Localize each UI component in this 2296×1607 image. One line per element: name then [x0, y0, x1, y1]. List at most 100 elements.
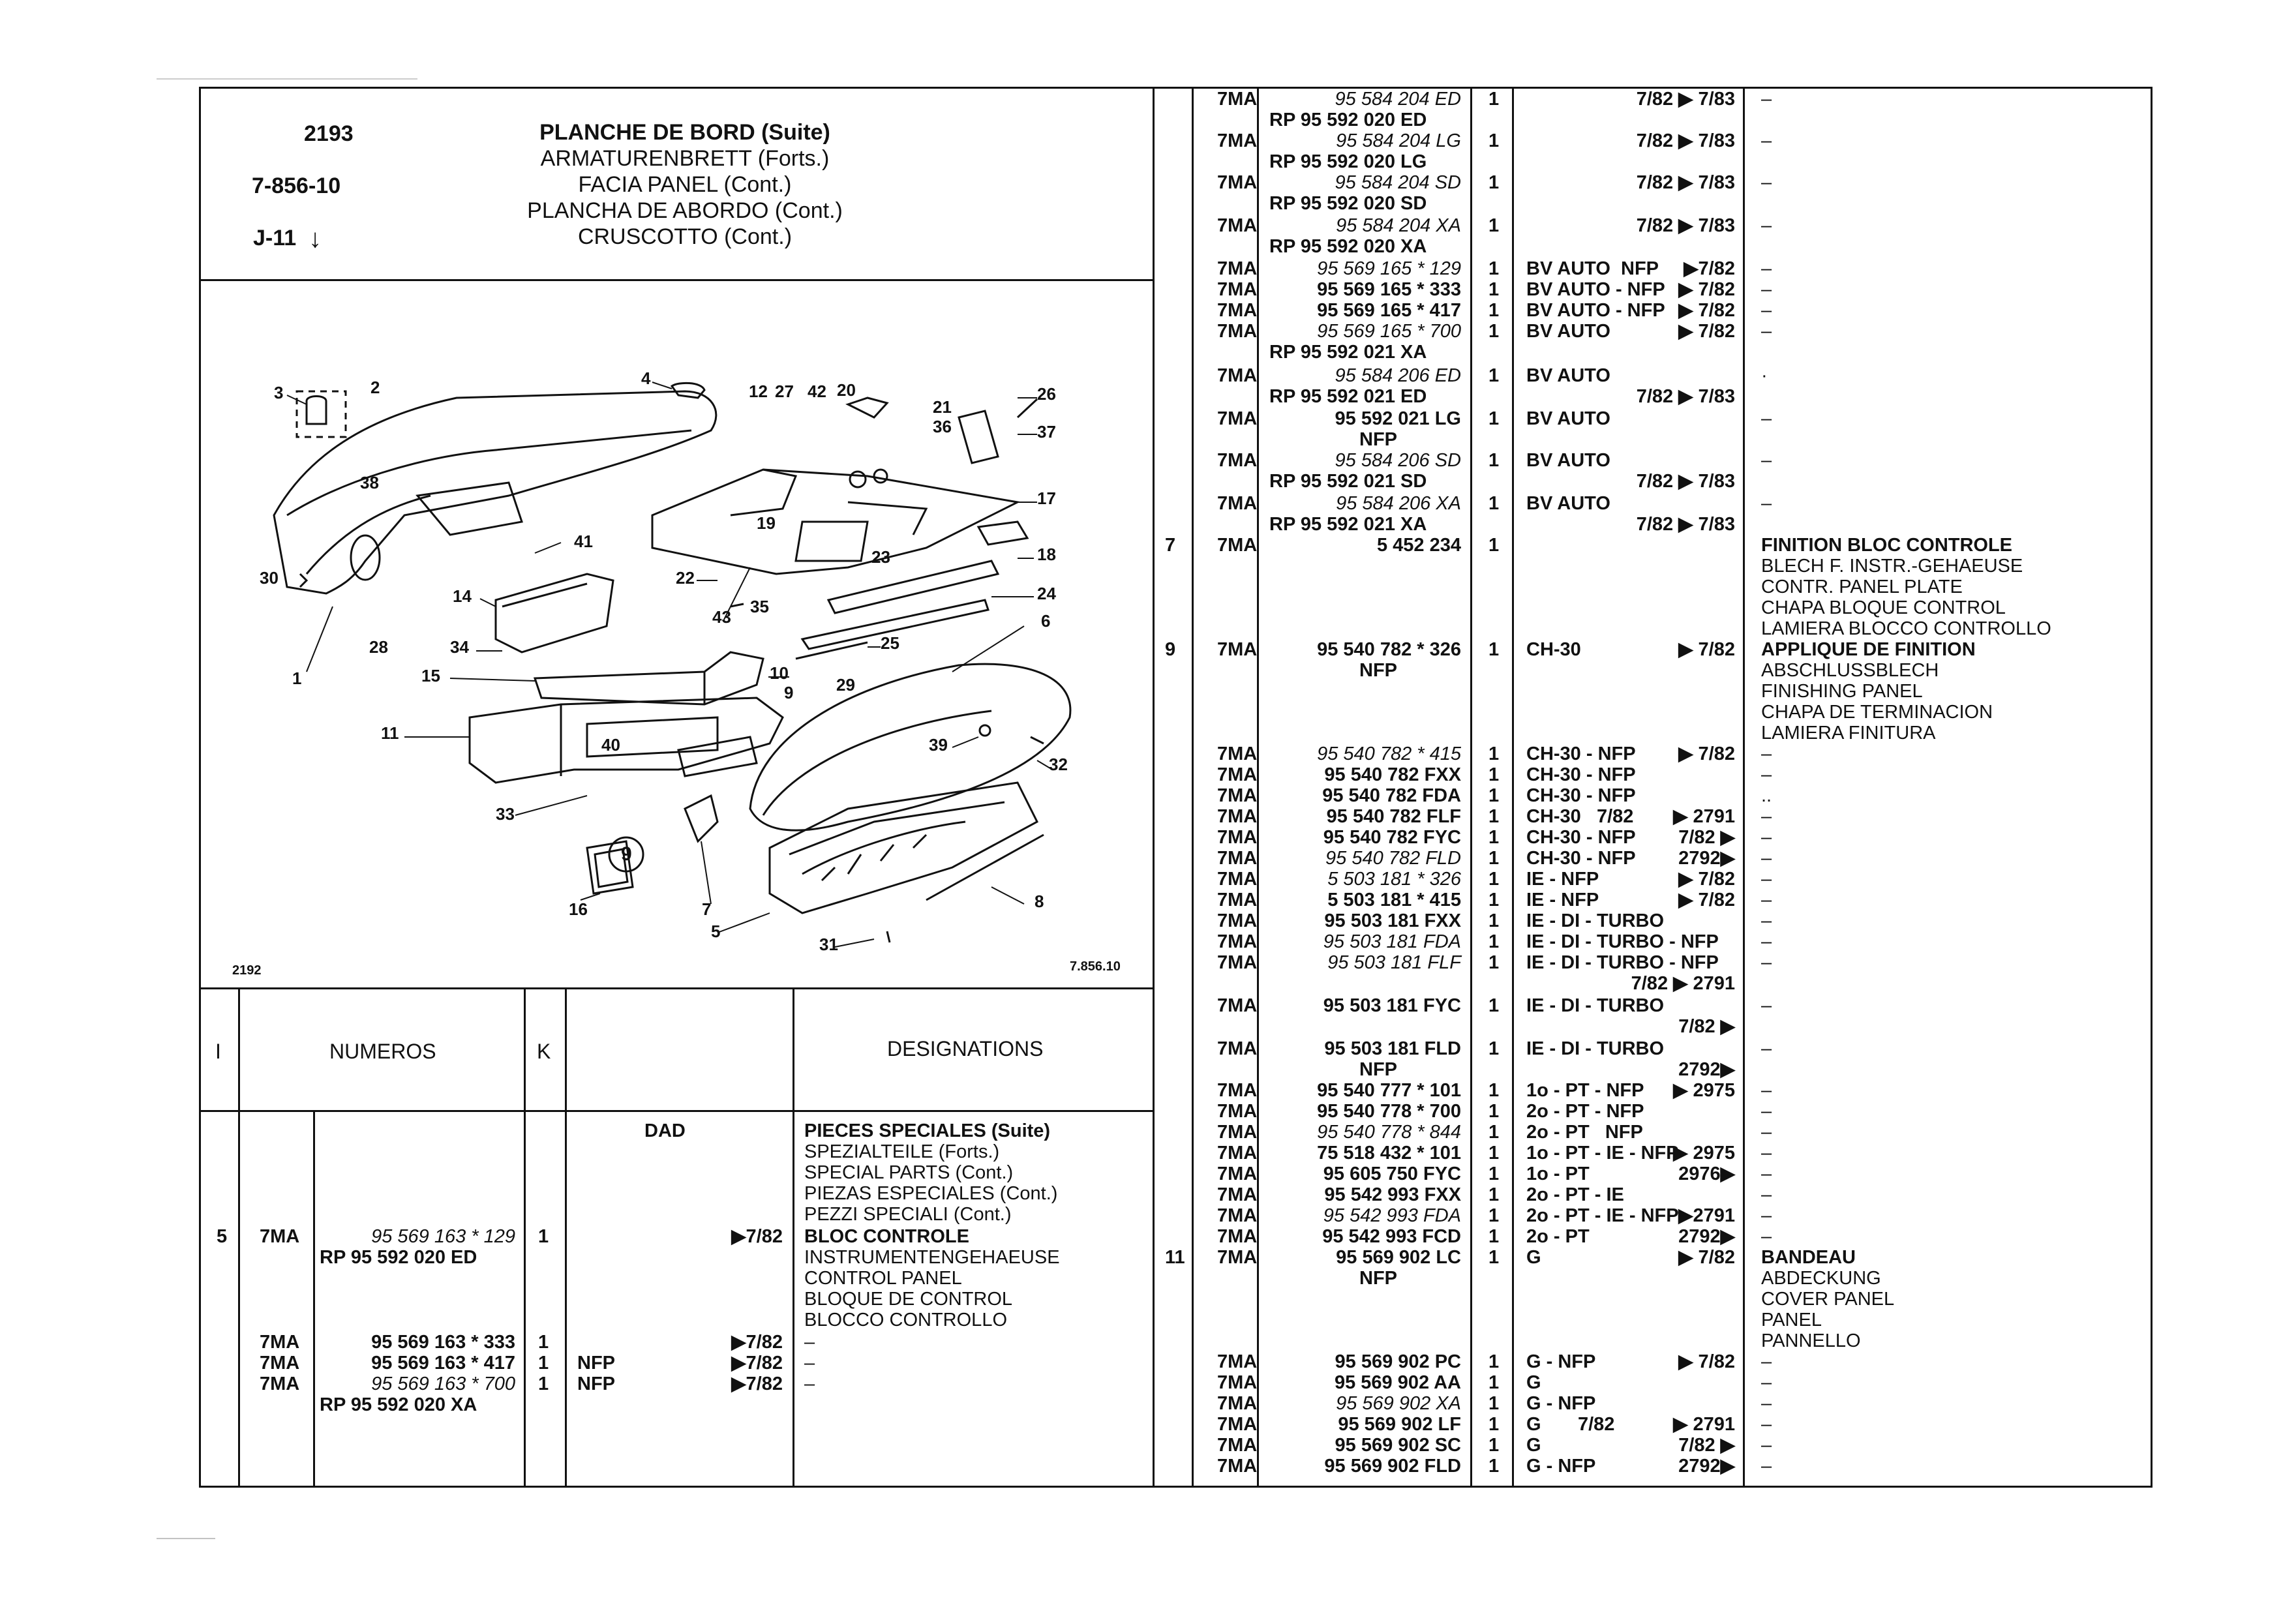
row-observation: IE - DI - TURBO - NFP: [1526, 952, 1719, 973]
circled-callout-ring: [608, 836, 644, 873]
row-part-number: 95 569 902 LF: [1338, 1414, 1461, 1435]
row-qty: 1: [1488, 1205, 1500, 1226]
right-col-mod: [1257, 87, 1259, 1488]
row-part-number: 95 569 902 AA: [1334, 1372, 1461, 1393]
right-col-k: [1512, 87, 1514, 1488]
row-index: 11: [1165, 1247, 1185, 1268]
row-qty: 1: [1488, 890, 1500, 910]
row-part-number: 95 584 206 ED: [1335, 365, 1461, 386]
row-qty: 1: [538, 1374, 549, 1394]
row-model: 7MA: [260, 1226, 300, 1247]
row-qty: 1: [1488, 1122, 1500, 1143]
row-part-number: 95 503 181 FLD: [1324, 1038, 1461, 1059]
row-date: 2792▶: [1678, 1226, 1735, 1247]
callout-label: 33: [496, 804, 515, 824]
row-part-number: NFP: [1359, 660, 1397, 681]
row-part-number: 95 569 163 * 333: [371, 1332, 515, 1353]
scan-noise-top: [157, 78, 417, 80]
row-qty: 1: [1488, 1351, 1500, 1372]
row-designation: –: [1761, 279, 1772, 300]
row-date: ▶ 7/82: [1678, 1247, 1735, 1268]
row-qty: 1: [1488, 1226, 1500, 1247]
callout-label: 5: [711, 922, 721, 941]
row-date: 7/82 ▶ 7/83: [1636, 514, 1735, 535]
row-designation: –: [1761, 764, 1772, 785]
row-observation: CH-30: [1526, 639, 1581, 660]
callout-label: 8: [1035, 892, 1044, 911]
row-model: 7MA: [1217, 258, 1258, 279]
row-observation: IE - DI - TURBO - NFP: [1526, 931, 1719, 952]
row-observation: IE - NFP: [1526, 890, 1599, 910]
row-qty: 1: [1488, 130, 1500, 151]
row-designation: PIEZAS ESPECIALES (Cont.): [804, 1183, 1058, 1204]
row-part-number: NFP: [1359, 1268, 1397, 1289]
callout-label: 1: [292, 668, 302, 688]
row-qty: 1: [1488, 1038, 1500, 1059]
row-qty: 1: [1488, 215, 1500, 236]
row-designation: –: [1761, 130, 1772, 151]
row-model: 7MA: [1217, 764, 1258, 785]
row-designation: –: [1761, 1038, 1772, 1059]
row-qty: 1: [1488, 869, 1500, 890]
right-col-obs: [1743, 87, 1745, 1488]
row-model: 7MA: [1217, 1456, 1258, 1477]
row-date: 7/82 ▶: [1678, 1016, 1735, 1037]
row-observation: CH-30 - NFP: [1526, 785, 1636, 806]
row-part-number: 95 584 206 SD: [1335, 450, 1461, 471]
row-model: 7MA: [1217, 130, 1258, 151]
row-designation: CHAPA DE TERMINACION: [1761, 702, 1993, 723]
row-observation: CH-30 - NFP: [1526, 827, 1636, 848]
row-observation: DAD: [644, 1120, 686, 1141]
callout-label: 23: [871, 547, 890, 567]
callout-label: 14: [453, 586, 472, 606]
col-header-designations: DESIGNATIONS: [887, 1037, 1044, 1060]
row-designation: –: [1761, 848, 1772, 869]
row-designation: –: [1761, 910, 1772, 931]
callout-label: 32: [1049, 755, 1068, 774]
row-observation: G - NFP: [1526, 1393, 1596, 1414]
row-designation: –: [1761, 1435, 1772, 1456]
row-part-number: RP 95 592 020 XA: [320, 1394, 477, 1415]
row-designation: –: [1761, 827, 1772, 848]
row-observation: IE - DI - TURBO: [1526, 910, 1665, 931]
row-designation: ..: [1761, 785, 1772, 806]
callout-label: 39: [929, 735, 948, 755]
col-header-i: I: [215, 1040, 221, 1063]
row-part-number: 95 584 204 SD: [1335, 172, 1461, 193]
row-date: 7/82 ▶ 7/83: [1636, 215, 1735, 236]
callout-label: 38: [360, 473, 379, 492]
row-model: 7MA: [1217, 1247, 1258, 1268]
row-designation: –: [1761, 258, 1772, 279]
row-model: 7MA: [1217, 869, 1258, 890]
row-part-number: 95 542 993 FXX: [1324, 1184, 1461, 1205]
row-part-number: 95 540 782 * 326: [1317, 639, 1461, 660]
row-model: 7MA: [1217, 1351, 1258, 1372]
row-model: 7MA: [1217, 1414, 1258, 1435]
row-qty: 1: [1488, 365, 1500, 386]
row-date: ▶ 7/82: [1678, 639, 1735, 660]
page-number: 2193: [304, 121, 354, 146]
row-designation: –: [1761, 743, 1772, 764]
row-qty: 1: [1488, 1372, 1500, 1393]
row-model: 7MA: [1217, 321, 1258, 342]
row-observation: BV AUTO: [1526, 321, 1610, 342]
right-col-num: [1470, 87, 1472, 1488]
row-model: 7MA: [1217, 535, 1258, 556]
row-part-number: 95 569 165 * 700: [1317, 321, 1461, 342]
row-observation: 2o - PT - IE - NFP: [1526, 1205, 1679, 1226]
title-de: ARMATURENBRETT (Forts.): [540, 146, 830, 171]
row-qty: 1: [1488, 806, 1500, 827]
row-model: 7MA: [1217, 827, 1258, 848]
row-part-number: 95 584 206 XA: [1336, 493, 1461, 514]
row-designation: –: [1761, 493, 1772, 514]
callout-label: 37: [1037, 422, 1056, 442]
row-designation: COVER PANEL: [1761, 1289, 1895, 1310]
row-date: ▶ 2791: [1673, 806, 1735, 827]
row-part-number: 95 542 993 FCD: [1322, 1226, 1461, 1247]
row-date: ▶ 7/82: [1678, 279, 1735, 300]
row-date: ▶ 2975: [1673, 1080, 1735, 1101]
row-model: 7MA: [1217, 1101, 1258, 1122]
callout-label: 6: [1041, 611, 1051, 631]
row-part-number: 95 569 165 * 333: [1317, 279, 1461, 300]
row-part-number: 95 569 902 PC: [1335, 1351, 1461, 1372]
